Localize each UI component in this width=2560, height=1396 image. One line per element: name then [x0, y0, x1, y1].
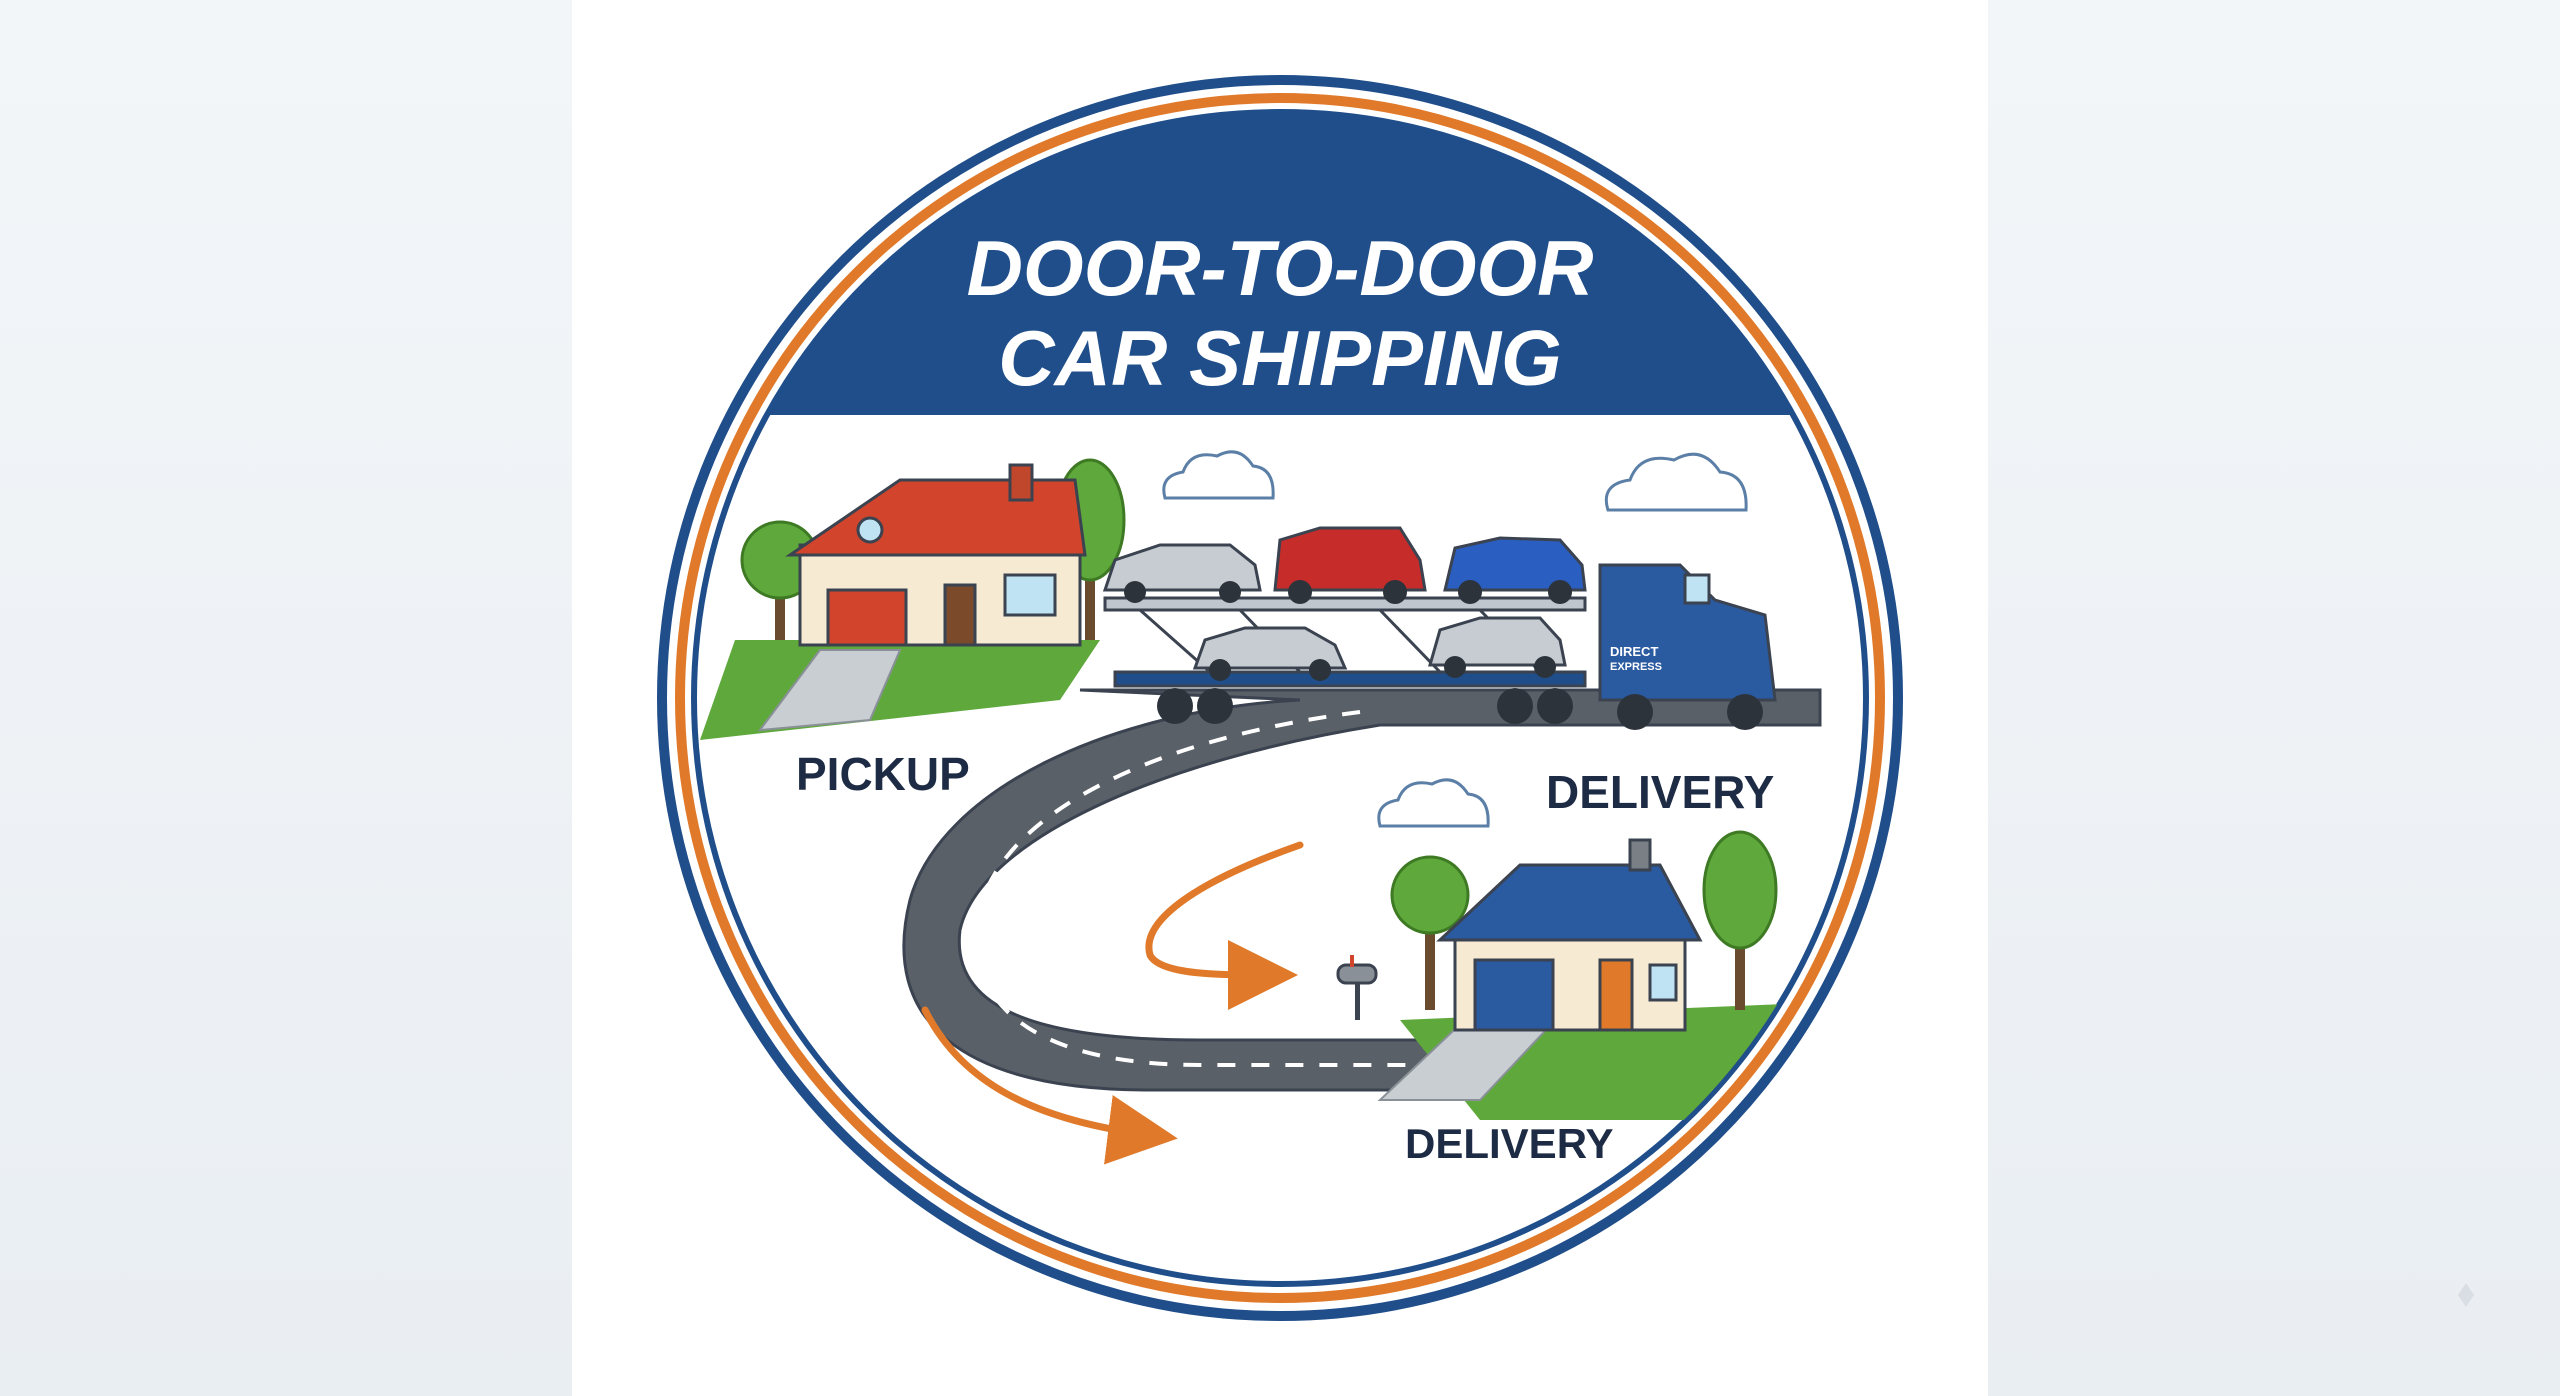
right-background-panel: [1988, 0, 2560, 1396]
car-icon: [1192, 616, 1567, 681]
pickup-house-icon: [785, 463, 1087, 647]
road-centerline: [974, 710, 1470, 1067]
title-line1: DOOR-TO-DOOR: [967, 224, 1594, 312]
left-background-panel: [0, 0, 572, 1396]
title-line2: CAR SHIPPING: [998, 314, 1561, 402]
truck-brand-line1: DIRECT: [1610, 644, 1658, 659]
cloud-icon: [1162, 450, 1748, 828]
badge-orange-ring: [675, 93, 1885, 1303]
label-delivery-lower: DELIVERY: [1405, 1120, 1613, 1167]
tree-icon: [1390, 830, 1778, 1010]
label-pickup: PICKUP: [796, 748, 970, 800]
car-icon: [1102, 526, 1587, 604]
truck-brand-line2: EXPRESS: [1610, 661, 1662, 673]
truck-cab-icon: [1598, 563, 1777, 730]
mailbox-icon: [1336, 955, 1378, 1020]
delivery-house-icon: [1436, 838, 1703, 1032]
driveway-pickup: [757, 649, 902, 732]
label-delivery-upper: DELIVERY: [1546, 766, 1774, 818]
sparkle-icon: [2458, 1283, 2474, 1307]
arrow-icon: [921, 1006, 1178, 1165]
arrow-icon: [1145, 841, 1304, 1010]
